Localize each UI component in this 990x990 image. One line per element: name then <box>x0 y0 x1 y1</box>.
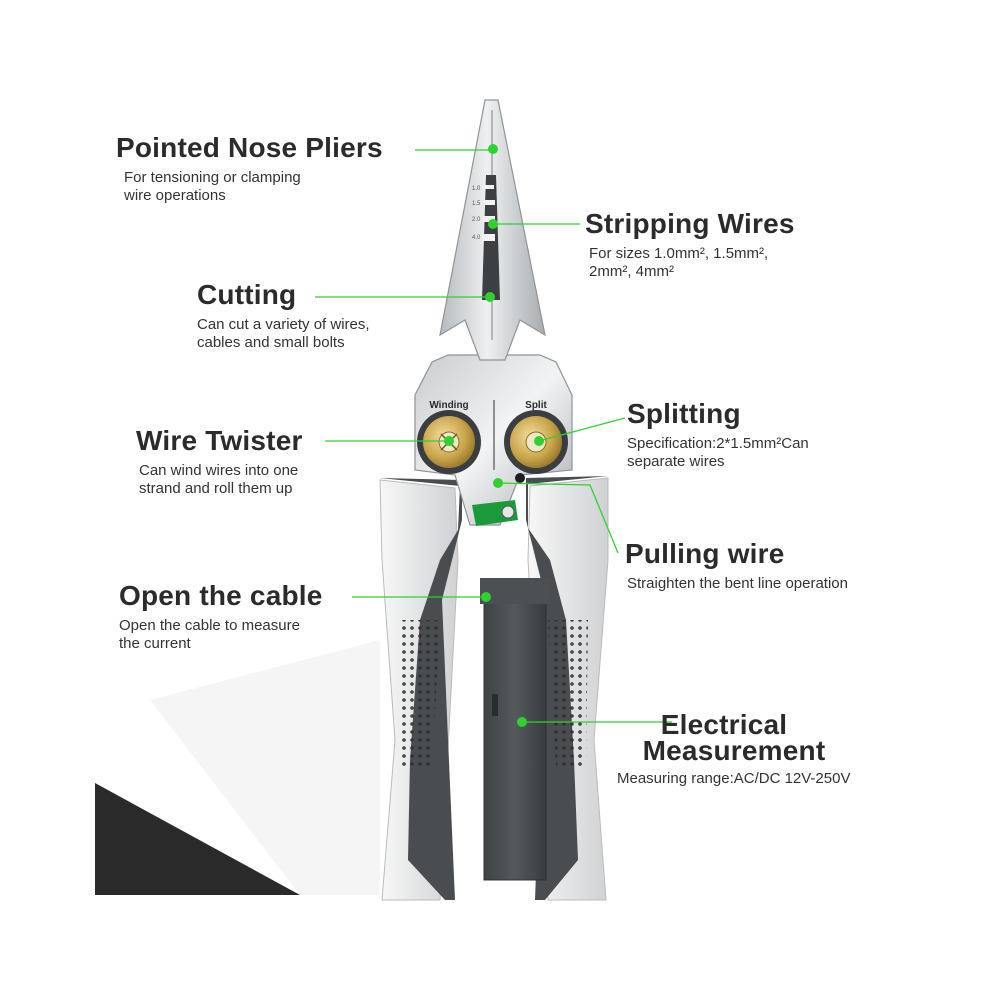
feature-title: Electrical Measurement <box>609 711 869 765</box>
marker-dots <box>444 144 544 727</box>
feature-desc-line: Can cut a variety of wires, <box>197 316 370 333</box>
marker-dot-open-cable <box>481 592 491 602</box>
left-handle <box>379 478 462 901</box>
feature-desc-line: Straighten the bent line operation <box>627 575 848 592</box>
feature-title-line: Measurement <box>642 735 826 766</box>
feature-desc: Measuring range:AC/DC 12V-250V <box>617 770 869 788</box>
feature-title: Wire Twister <box>136 425 303 456</box>
feature-desc-line: Measuring range:AC/DC 12V-250V <box>617 770 851 787</box>
feature-desc-line: For tensioning or clamping <box>124 169 301 186</box>
feature-desc: Straighten the bent line operation <box>627 575 848 593</box>
feature-desc: Specification:2*1.5mm²Can separate wires <box>627 435 809 471</box>
feature-stripping: Stripping Wires For sizes 1.0mm², 1.5mm²… <box>585 209 795 281</box>
split-label: Split <box>525 400 547 411</box>
feature-wire-twister: Wire Twister Can wind wires into one str… <box>136 426 303 498</box>
feature-desc: For tensioning or clamping wire operatio… <box>124 169 383 205</box>
feature-cutting: Cutting Can cut a variety of wires, cabl… <box>197 280 370 352</box>
feature-electrical: Electrical Measurement Measuring range:A… <box>617 711 869 788</box>
marker-dot-wire-twister <box>444 436 454 446</box>
feature-title: Cutting <box>197 279 297 310</box>
feature-pointed-nose: Pointed Nose Pliers For tensioning or cl… <box>116 133 383 205</box>
feature-desc-line: Can wind wires into one <box>139 462 299 479</box>
feature-desc-line: Specification:2*1.5mm²Can <box>627 435 809 452</box>
feature-desc-line: Open the cable to measure <box>119 617 300 634</box>
svg-text:1.0: 1.0 <box>472 186 481 192</box>
feature-desc-line: wire operations <box>124 187 226 204</box>
feature-title: Pointed Nose Pliers <box>116 132 383 163</box>
feature-title-line: Electrical <box>660 709 788 740</box>
marker-dot-pointed-nose <box>488 144 498 154</box>
marker-dot-electrical <box>517 717 527 727</box>
feature-desc-line: 2mm², 4mm² <box>589 263 674 280</box>
feature-desc: Open the cable to measure the current <box>119 617 323 653</box>
feature-pulling: Pulling wire Straighten the bent line op… <box>625 539 848 593</box>
feature-title: Stripping Wires <box>585 208 795 239</box>
feature-title: Splitting <box>627 398 741 429</box>
winding-label: Winding <box>429 400 468 411</box>
feature-desc: Can wind wires into one strand and roll … <box>139 462 303 498</box>
marker-dot-stripping <box>488 219 498 229</box>
svg-text:4.0: 4.0 <box>472 235 481 241</box>
svg-text:2.0: 2.0 <box>472 217 481 223</box>
feature-desc: For sizes 1.0mm², 1.5mm², 2mm², 4mm² <box>589 245 795 281</box>
feature-desc-line: strand and roll them up <box>139 480 293 497</box>
svg-text:1.5: 1.5 <box>472 201 481 207</box>
marker-dot-splitting <box>534 436 544 446</box>
feature-desc-line: cables and small bolts <box>197 334 345 351</box>
feature-desc-line: For sizes 1.0mm², 1.5mm², <box>589 245 769 262</box>
feature-splitting: Splitting Specification:2*1.5mm²Can sepa… <box>627 399 809 471</box>
feature-desc-line: the current <box>119 635 191 652</box>
leader-lines <box>315 149 672 723</box>
feature-desc: Can cut a variety of wires, cables and s… <box>197 316 370 352</box>
marker-dot-pulling <box>493 478 503 488</box>
feature-title: Pulling wire <box>625 538 785 569</box>
floor-shadow <box>95 640 380 895</box>
feature-open-cable: Open the cable Open the cable to measure… <box>119 581 323 653</box>
current-meter <box>480 578 550 881</box>
marker-dot-cutting <box>485 292 495 302</box>
pliers-jaws: 1.0 1.5 2.0 4.0 <box>439 99 546 361</box>
feature-desc-line: separate wires <box>627 453 725 470</box>
feature-title: Open the cable <box>119 580 323 611</box>
